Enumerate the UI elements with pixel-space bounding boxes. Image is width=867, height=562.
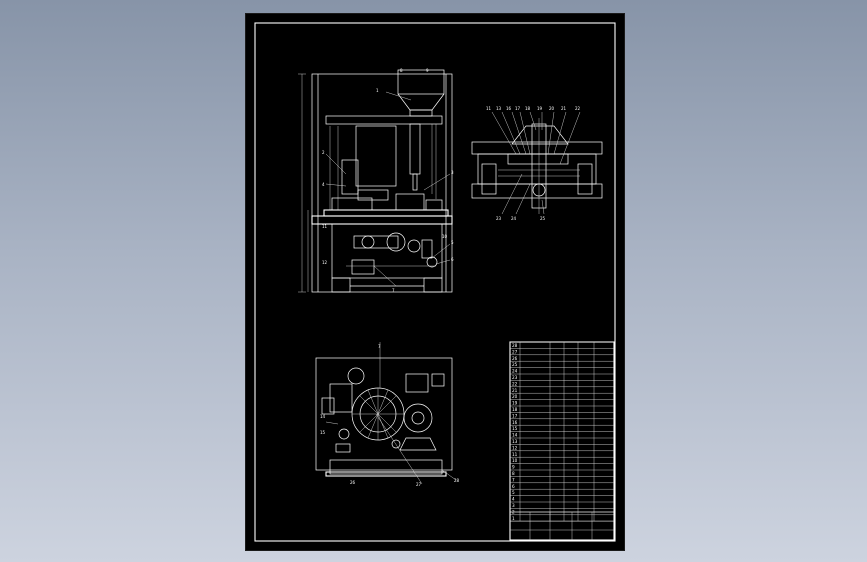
engineering-drawing: 1 2 3 4 5 6 7 8 9 10 11 12 (254, 22, 616, 542)
part-row-number: 27 (512, 349, 518, 354)
part-row-number: 20 (512, 394, 518, 399)
side-balloon-6: 19 (537, 106, 543, 111)
front-balloon-9: 9 (426, 68, 429, 73)
part-row-number: 8 (512, 471, 515, 476)
part-row-number: 26 (512, 356, 518, 361)
side-balloon-12: 25 (540, 216, 546, 221)
front-balloon-12: 12 (322, 260, 328, 265)
top-balloon-6: 28 (454, 478, 460, 483)
front-view: 1 2 3 4 5 6 7 8 9 10 11 12 (298, 68, 454, 293)
part-row-number: 4 (512, 497, 515, 502)
part-row-number: 1 (512, 516, 515, 521)
top-balloon-3: 15 (320, 430, 326, 435)
side-balloon-9: 22 (575, 106, 581, 111)
top-view-balloons: 7 14 15 26 27 28 (320, 344, 460, 487)
front-balloon-3: 3 (451, 170, 454, 175)
top-balloon-4: 26 (350, 480, 356, 485)
side-view-balloons: 11 13 16 17 18 19 20 21 22 23 24 25 (486, 106, 581, 221)
side-balloon-7: 20 (549, 106, 555, 111)
front-balloon-8: 8 (400, 68, 403, 73)
top-view: 7 14 15 26 27 28 (315, 342, 460, 487)
side-balloon-3: 16 (506, 106, 512, 111)
front-balloon-5: 5 (451, 240, 454, 245)
title-block: 28 27 26 25 24 23 22 21 20 19 18 17 16 1… (509, 341, 615, 541)
part-row-number: 12 (512, 445, 518, 450)
part-row-number: 16 (512, 420, 518, 425)
front-balloon-2: 2 (322, 150, 325, 155)
side-balloon-2: 13 (496, 106, 502, 111)
top-balloon-2: 14 (320, 414, 326, 419)
top-balloon-5: 27 (416, 482, 422, 487)
part-row-number: 5 (512, 490, 515, 495)
front-balloon-10: 10 (442, 234, 448, 239)
part-row-number: 28 (512, 343, 518, 348)
side-balloon-4: 17 (515, 106, 521, 111)
part-row-number: 11 (512, 452, 518, 457)
part-row-number: 21 (512, 388, 518, 393)
part-row-number: 14 (512, 433, 518, 438)
part-row-number: 19 (512, 401, 518, 406)
part-row-number: 10 (512, 458, 518, 463)
side-view: 11 13 16 17 18 19 20 21 22 23 24 25 (471, 106, 603, 221)
part-row-number: 22 (512, 381, 518, 386)
side-balloon-11: 24 (511, 216, 517, 221)
part-row-number: 17 (512, 413, 518, 418)
part-row-number: 24 (512, 369, 518, 374)
part-row-number: 25 (512, 362, 518, 367)
side-balloon-8: 21 (561, 106, 567, 111)
part-row-number: 3 (512, 503, 515, 508)
part-row-number: 6 (512, 484, 515, 489)
front-balloon-11: 11 (322, 224, 328, 229)
front-balloon-7: 7 (392, 288, 395, 293)
side-balloon-10: 23 (496, 216, 502, 221)
drawing-sheet: 1 2 3 4 5 6 7 8 9 10 11 12 (245, 13, 625, 551)
part-row-number: 23 (512, 375, 518, 380)
part-row-number: 18 (512, 407, 518, 412)
front-balloon-4: 4 (322, 182, 325, 187)
part-row-number: 9 (512, 465, 515, 470)
side-balloon-5: 18 (525, 106, 531, 111)
parts-list-grid (510, 341, 614, 522)
drawing-frame (254, 22, 616, 542)
front-balloon-1: 1 (376, 88, 379, 93)
part-row-number: 15 (512, 426, 518, 431)
side-balloon-1: 11 (486, 106, 492, 111)
part-row-number: 7 (512, 477, 515, 482)
front-view-balloons: 1 2 3 4 5 6 7 8 9 10 11 12 (322, 68, 454, 293)
front-balloon-6: 6 (451, 257, 454, 262)
parts-list: 28 27 26 25 24 23 22 21 20 19 18 17 16 1… (512, 343, 518, 521)
top-balloon-1: 7 (378, 344, 381, 349)
part-row-number: 13 (512, 439, 518, 444)
